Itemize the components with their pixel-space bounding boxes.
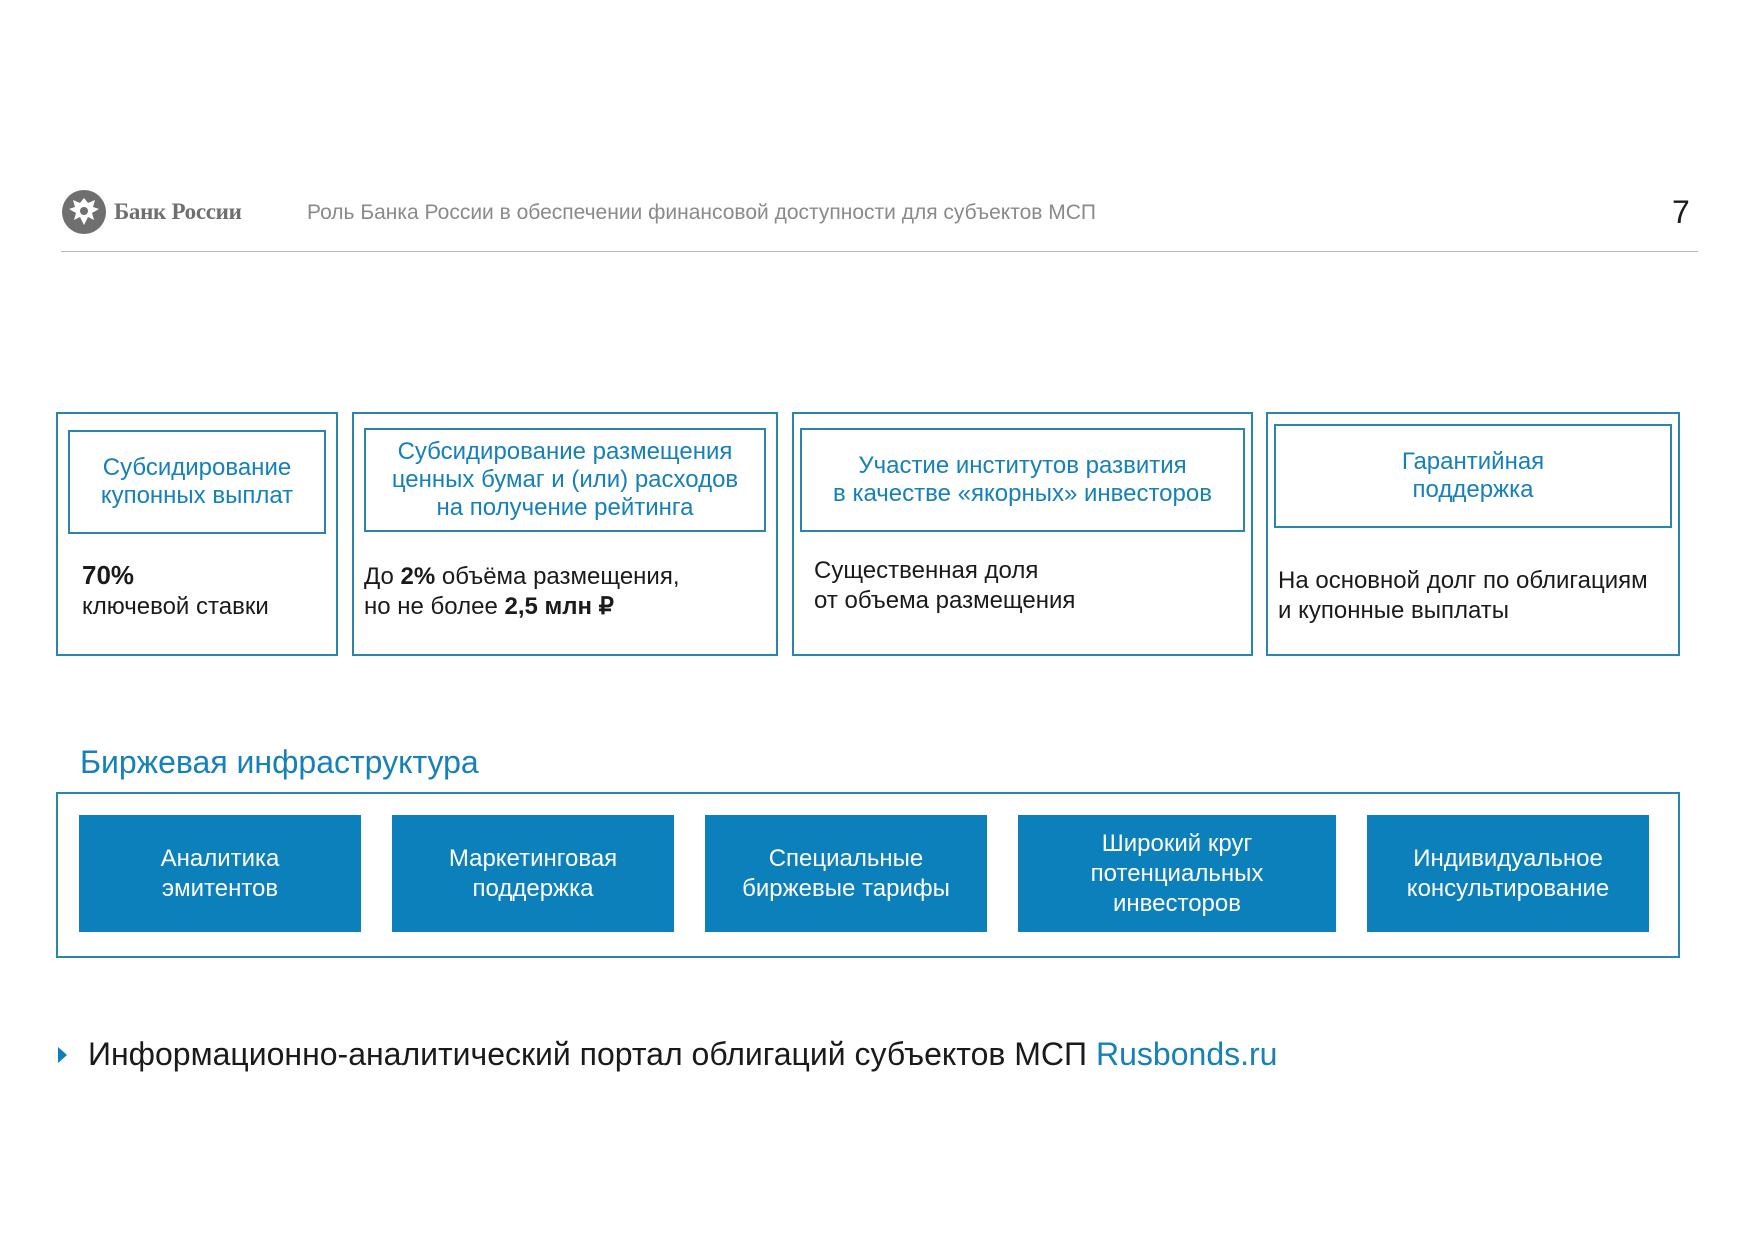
card-value: 70% [82,560,135,590]
infra-item-label: Широкий круг потенциальных инвесторов [1090,829,1264,917]
card-text: На основной долг по облигациям [1278,567,1648,594]
card-text: но не более [364,593,505,620]
infra-item-tariffs: Специальные биржевые тарифы [705,815,987,932]
double-headed-eagle-icon [62,190,106,234]
card-title-box: Гарантийная поддержка [1274,424,1672,528]
card-title: Субсидирование размещения ценных бумаг и… [391,438,739,521]
portal-text: Информационно-аналитический портал облиг… [88,1036,1088,1072]
card-value: 2,5 млн ₽ [504,593,614,620]
header-divider [61,251,1698,252]
card-guarantee-support: Гарантийная поддержка На основной долг п… [1266,412,1680,656]
infra-item-label: Маркетинговая поддержка [448,844,618,902]
card-title: Субсидирование купонных выплат [100,454,294,509]
card-text: Существенная доля [814,557,1039,584]
card-description: 70% ключевой ставки [82,560,269,622]
infra-item-label: Индивидуальное консультирование [1406,844,1610,902]
card-title-box: Субсидирование размещения ценных бумаг и… [364,428,766,532]
card-description: До 2% объёма размещения, но не более 2,5… [364,562,680,622]
card-description: Существенная доля от объема размещения [814,556,1075,616]
card-text: и купонные выплаты [1278,597,1510,624]
card-text: До [364,563,401,590]
card-text: от объема размещения [814,587,1076,614]
header-title: Роль Банка России в обеспечении финансов… [307,201,1097,224]
infra-item-analytics: Аналитика эмитентов [79,815,361,932]
logo-text: Банк России [114,199,242,224]
infra-item-consulting: Индивидуальное консультирование [1367,815,1649,932]
card-placement-subsidy: Субсидирование размещения ценных бумаг и… [352,412,778,656]
card-text: объёма размещения, [435,563,680,590]
infra-item-marketing: Маркетинговая поддержка [392,815,674,932]
infra-item-investors: Широкий круг потенциальных инвесторов [1018,815,1336,932]
bank-logo: Банк России [61,189,242,235]
card-title-box: Участие институтов развития в качестве «… [800,428,1245,532]
infra-item-label: Специальные биржевые тарифы [742,844,950,902]
card-coupon-subsidy: Субсидирование купонных выплат 70% ключе… [56,412,338,656]
card-title: Гарантийная поддержка [1401,448,1545,503]
card-description: На основной долг по облигациям и купонны… [1278,566,1648,626]
card-anchor-investors: Участие институтов развития в качестве «… [792,412,1253,656]
triangle-bullet-icon [58,1046,67,1063]
portal-link[interactable]: Rusbonds.ru [1096,1036,1278,1072]
infra-item-label: Аналитика эмитентов [160,844,280,902]
card-title-box: Субсидирование купонных выплат [68,430,326,534]
card-value: 2% [400,563,436,590]
infrastructure-panel: Аналитика эмитентов Маркетинговая поддер… [56,792,1680,958]
page-number: 7 [1672,194,1690,230]
portal-line: Информационно-аналитический портал облиг… [58,1036,1277,1073]
card-title: Участие институтов развития в качестве «… [833,452,1212,507]
card-text: ключевой ставки [82,593,269,620]
section-title: Биржевая инфраструктура [80,744,479,780]
